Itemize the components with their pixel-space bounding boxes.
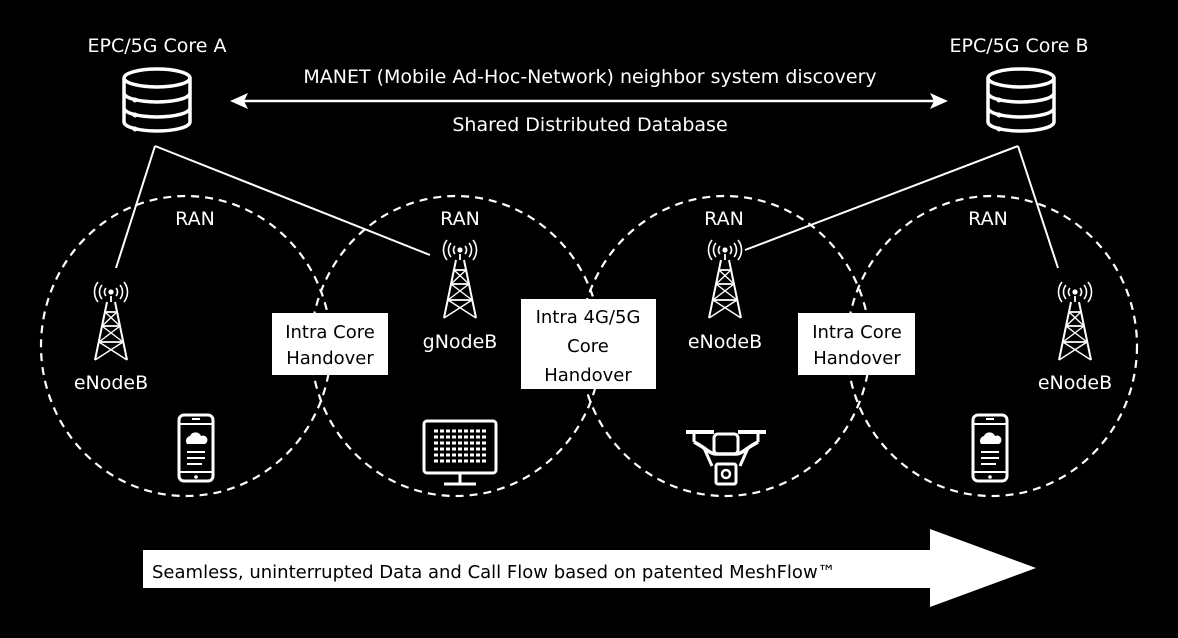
- handover-2-line-1: Intra 4G/5G: [536, 307, 641, 328]
- flow-arrow-label: Seamless, uninterrupted Data and Call Fl…: [152, 562, 836, 583]
- flow-arrow: [143, 529, 1036, 607]
- cell-tower-icon: [93, 281, 129, 361]
- drone-camera-icon: [684, 430, 768, 486]
- node-label-2: gNodeB: [423, 331, 498, 353]
- node-label-4: eNodeB: [1038, 372, 1112, 394]
- smartphone-icon: [971, 413, 1009, 483]
- ran-label-3: RAN: [704, 208, 744, 230]
- core-b-link-enodeb-4: [1017, 145, 1059, 269]
- core-b-link-enodeb-3: [744, 145, 1019, 251]
- core-a-link-gnodeb: [154, 145, 431, 256]
- ran-label-4: RAN: [968, 208, 1008, 230]
- monitor-icon: [422, 419, 498, 486]
- manet-label: MANET (Mobile Ad-Hoc-Network) neighbor s…: [303, 66, 876, 88]
- node-label-3: eNodeB: [688, 331, 762, 353]
- node-label-1: eNodeB: [74, 372, 148, 394]
- handover-1-line-1: Intra Core: [285, 322, 375, 343]
- ran-label-1: RAN: [175, 208, 215, 230]
- core-a-label: EPC/5G Core A: [88, 35, 227, 57]
- database-icon: [986, 67, 1056, 134]
- handover-box-2: [521, 299, 656, 389]
- database-icon: [122, 67, 192, 134]
- handover-3-line-2: Handover: [813, 348, 901, 369]
- manet-arrow-right-head: [930, 93, 948, 109]
- handover-2-line-2: Core: [567, 336, 609, 357]
- handover-2-line-3: Handover: [544, 365, 632, 386]
- cell-tower-icon: [707, 239, 743, 319]
- core-b-label: EPC/5G Core B: [949, 35, 1088, 57]
- handover-3-line-1: Intra Core: [812, 322, 902, 343]
- handover-box-3: [798, 313, 915, 375]
- manet-arrow-left-head: [230, 93, 248, 109]
- handover-box-1: [272, 313, 388, 375]
- smartphone-icon: [177, 413, 215, 483]
- ran-label-2: RAN: [440, 208, 480, 230]
- cell-tower-icon: [1057, 281, 1093, 361]
- handover-1-line-2: Handover: [286, 348, 374, 369]
- shared-db-label: Shared Distributed Database: [452, 114, 727, 136]
- cell-tower-icon: [442, 239, 478, 319]
- core-a-link-enodeb-1: [115, 145, 156, 269]
